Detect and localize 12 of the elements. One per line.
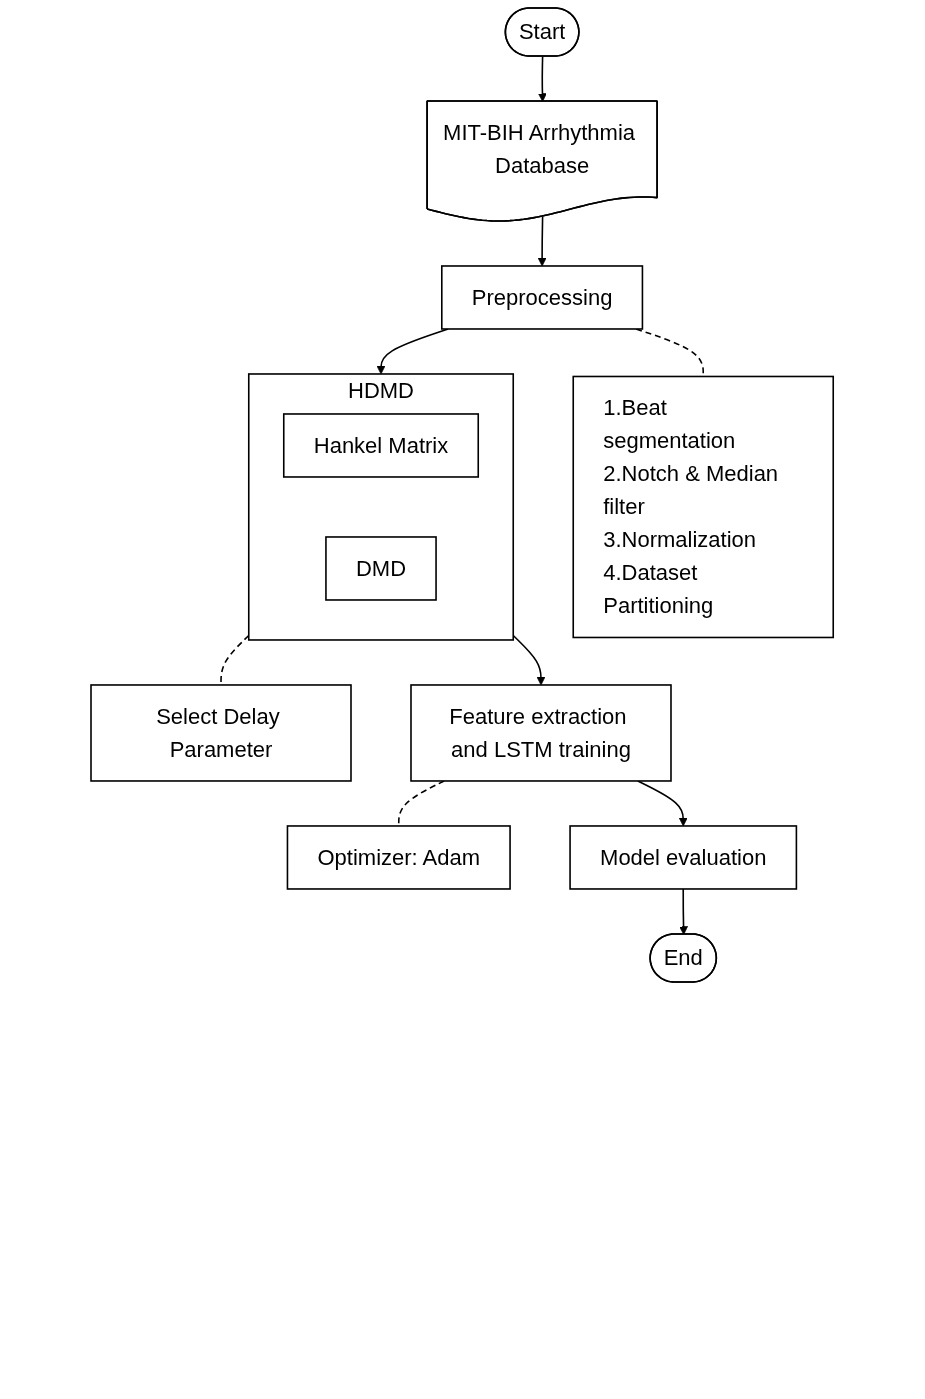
- arrow: [679, 888, 689, 935]
- arrow: [538, 215, 547, 267]
- node-box: Optimizer: Adam: [287, 825, 512, 890]
- node-box: Hankel Matrix: [283, 413, 480, 478]
- node-box: Select Delay Parameter: [90, 684, 353, 782]
- arrow: [512, 634, 546, 686]
- node-box: DMD: [325, 536, 438, 601]
- node-box: Preprocessing: [441, 265, 644, 330]
- arrow: [637, 780, 688, 827]
- node-box: Feature extraction and LSTM training: [410, 684, 673, 782]
- node-box: 1.Beat segmentation 2.Notch & Median filter 3.Normalization 4.Dataset Partitioning: [572, 375, 835, 639]
- node-box: Model evaluation: [569, 825, 798, 890]
